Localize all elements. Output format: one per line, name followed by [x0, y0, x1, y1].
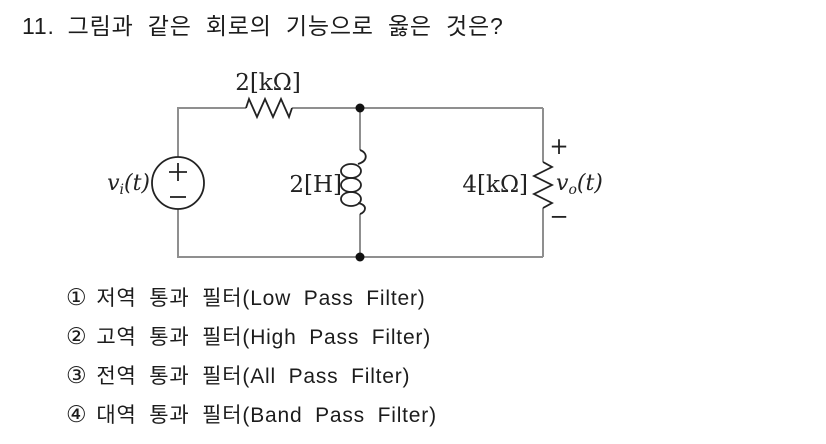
inductor-symbol [340, 149, 367, 215]
inductor-loop [340, 163, 362, 179]
choice-3[interactable]: ③ 전역 통과 필터(All Pass Filter) [66, 362, 437, 388]
choice-1-number: ① [66, 284, 88, 310]
question-text: 그림과 같은 회로의 기능으로 옳은 것은? [67, 13, 504, 39]
junction-dot-top [355, 103, 365, 113]
inductor-bottom-hook [357, 202, 366, 215]
voltage-source-circle [151, 156, 205, 210]
choice-4-label: 대역 통과 필터(Band Pass Filter) [96, 404, 437, 427]
question-number: 11. [22, 13, 55, 39]
choice-3-number: ③ [66, 362, 88, 388]
wire-top-left [177, 107, 246, 157]
output-voltage-label: vo(t) [556, 171, 603, 198]
resistor-symbol-series [245, 96, 293, 120]
question-title: 11. 그림과 같은 회로의 기능으로 옳은 것은? [22, 7, 504, 41]
inductor-label: 2[H] [289, 172, 342, 198]
wire-bottom [177, 209, 543, 258]
output-plus-icon: + [549, 134, 568, 160]
series-resistor-label: 2[kΩ] [235, 70, 301, 96]
voltage-source-symbol [151, 156, 205, 210]
junction-dot-bottom [355, 252, 365, 262]
input-voltage-label: vi(t) [107, 171, 150, 198]
resistor-symbol-load [531, 161, 555, 209]
choice-1-label: 저역 통과 필터(Low Pass Filter) [96, 287, 426, 310]
output-minus-icon: − [549, 204, 568, 230]
choice-4-number: ④ [66, 401, 88, 427]
choice-2[interactable]: ② 고역 통과 필터(High Pass Filter) [66, 323, 437, 349]
circuit-diagram: 2[kΩ] 2[H] 4[kΩ] vi(t) vo(t) + − [107, 70, 603, 262]
circuit-wires [177, 107, 544, 258]
inductor-top-hook [357, 149, 367, 165]
choice-3-label: 전역 통과 필터(All Pass Filter) [96, 365, 411, 388]
choice-2-number: ② [66, 323, 88, 349]
choice-1[interactable]: ① 저역 통과 필터(Low Pass Filter) [66, 284, 437, 310]
answer-choices: ① 저역 통과 필터(Low Pass Filter) ② 고역 통과 필터(H… [66, 284, 437, 440]
inductor-loop [340, 177, 362, 193]
choice-4[interactable]: ④ 대역 통과 필터(Band Pass Filter) [66, 401, 437, 427]
load-resistor-label: 4[kΩ] [462, 172, 528, 198]
choice-2-label: 고역 통과 필터(High Pass Filter) [96, 326, 432, 349]
inductor-loop [340, 191, 362, 207]
